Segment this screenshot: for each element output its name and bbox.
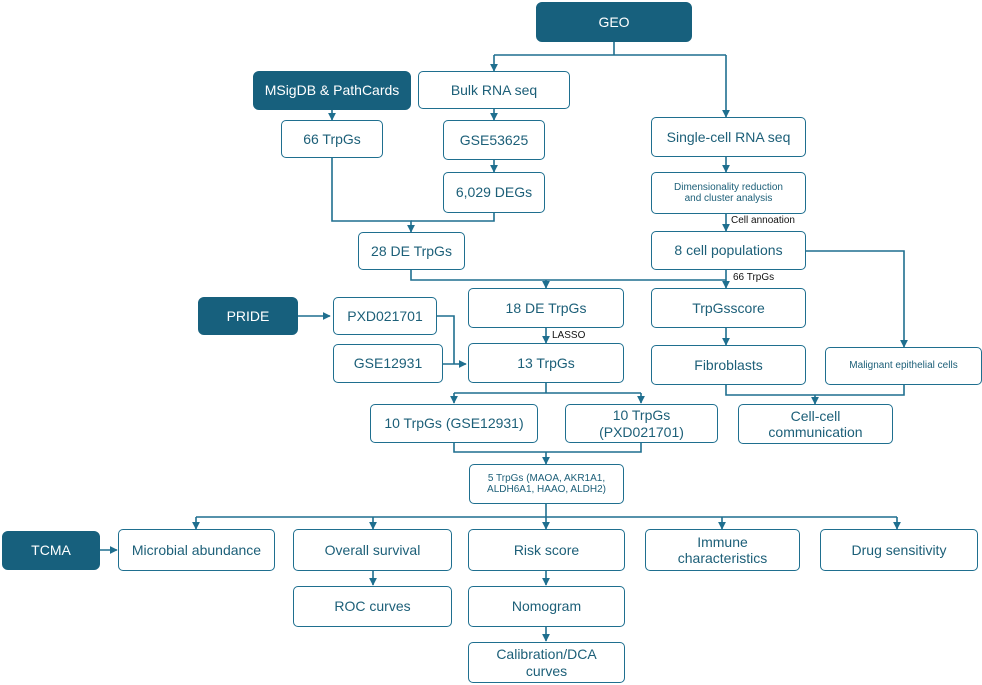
geo-split-line xyxy=(494,42,726,56)
degs-to-de28-line xyxy=(411,213,495,222)
ten-trpgs-pxd-node: 10 TrpGs (PXD021701) xyxy=(565,404,718,443)
overall-survival-node: Overall survival xyxy=(293,529,452,571)
fibroblasts-node: Fibroblasts xyxy=(651,345,806,385)
gse53625-node: GSE53625 xyxy=(443,120,545,160)
de28-to-mid-line xyxy=(410,270,726,281)
de-trpgs-18-node: 18 DE TrpGs xyxy=(468,288,624,328)
cell-join-line xyxy=(725,385,905,396)
trpgs-66-node: 66 TrpGs xyxy=(281,120,383,158)
nomogram-node: Nomogram xyxy=(468,586,625,627)
pops-to-malignant-arrow xyxy=(806,250,908,348)
bulk-rna-node: Bulk RNA seq xyxy=(418,71,570,109)
roc-curves-node: ROC curves xyxy=(293,586,452,627)
five-trpgs-node: 5 TrpGs (MAOA, AKR1A1, ALDH6A1, HAAO, AL… xyxy=(469,464,624,504)
ten-join-line xyxy=(453,443,642,453)
immune-characteristics-node: Immune characteristics xyxy=(645,529,800,571)
degs-node: 6,029 DEGs xyxy=(443,172,545,213)
pxd021701-node: PXD021701 xyxy=(333,297,437,335)
de-trpgs-28-node: 28 DE TrpGs xyxy=(358,232,465,270)
trpgs66-to-de28-arrow xyxy=(331,158,415,233)
single-cell-node: Single-cell RNA seq xyxy=(651,117,806,157)
malignant-epithelial-node: Malignant epithelial cells xyxy=(825,347,982,385)
cell-populations-node: 8 cell populations xyxy=(651,231,806,270)
trpgsscore-node: TrpGsscore xyxy=(651,288,806,328)
five-fan-line xyxy=(196,504,897,518)
geo-node: GEO xyxy=(536,2,692,42)
tcma-node: TCMA xyxy=(2,531,100,570)
ten-trpgs-gse-node: 10 TrpGs (GSE12931) xyxy=(370,404,538,443)
trpgs66-edge-label: 66 TrpGs xyxy=(732,272,776,283)
risk-score-node: Risk score xyxy=(468,529,625,571)
gse12931-node: GSE12931 xyxy=(333,344,443,383)
pride-node: PRIDE xyxy=(198,297,298,335)
cell-cell-communication-node: Cell-cell communication xyxy=(738,404,893,444)
calibration-dca-node: Calibration/DCA curves xyxy=(468,642,625,683)
drug-sensitivity-node: Drug sensitivity xyxy=(820,529,978,571)
trpgs-13-node: 13 TrpGs xyxy=(468,343,624,383)
pxd-to-13-line xyxy=(437,315,455,364)
lasso-label: LASSO xyxy=(551,330,587,341)
trpgs13-split-line xyxy=(454,383,641,394)
cell-annotation-label: Cell annoation xyxy=(730,215,796,226)
msigdb-node: MSigDB & PathCards xyxy=(253,71,411,110)
dimred-node: Dimensionality reduction and cluster ana… xyxy=(651,172,806,214)
microbial-abundance-node: Microbial abundance xyxy=(118,529,275,571)
